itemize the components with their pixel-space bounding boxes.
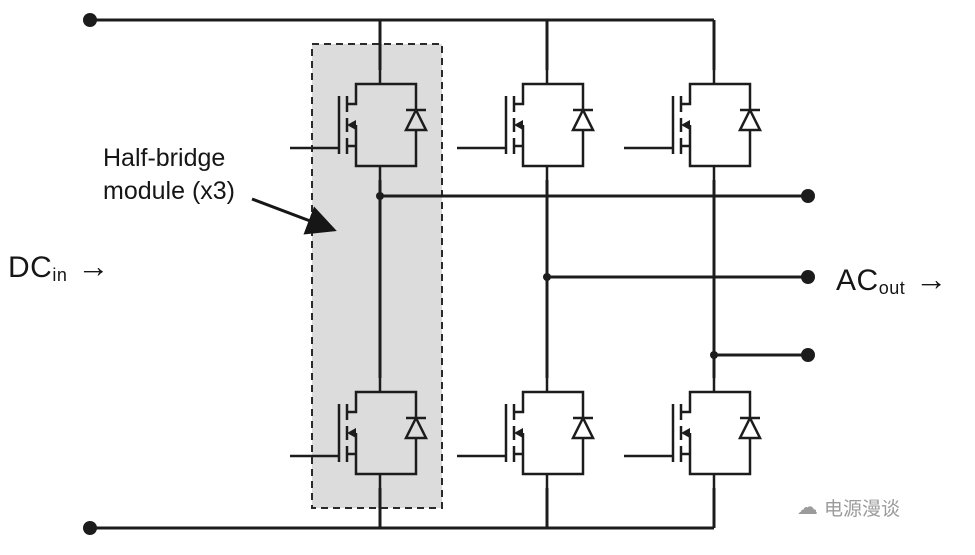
mosfet-leg3-low	[622, 376, 762, 490]
mosfet-leg2-high	[455, 68, 595, 182]
dc-input-main: DC	[8, 251, 53, 284]
junction-dot-leg1	[376, 192, 384, 200]
terminal-dot-dc-positive	[83, 13, 97, 27]
terminal-dot-ac-phase3	[801, 348, 815, 362]
half-bridge-annotation: Half-bridge module (x3)	[103, 142, 235, 207]
ac-output-label: ACout →	[836, 261, 948, 298]
junction-dot-leg3	[710, 351, 718, 359]
ac-output-main: AC	[836, 264, 879, 297]
dc-input-arrow-icon: →	[77, 248, 110, 284]
terminal-dot-dc-negative	[83, 521, 97, 535]
terminal-dot-ac-phase1	[801, 189, 815, 203]
junction-dot-leg2	[543, 273, 551, 281]
half-bridge-annotation-line2: module (x3)	[103, 176, 235, 205]
half-bridge-annotation-line1: Half-bridge	[103, 144, 226, 172]
cloud-icon: ☁	[797, 496, 818, 519]
mosfet-leg2-low	[455, 376, 595, 490]
dc-input-subscript: in	[52, 264, 68, 285]
ac-output-arrow-icon: →	[915, 261, 948, 297]
annotation-arrow	[251, 197, 337, 235]
watermark-text: 电源漫谈	[824, 499, 901, 520]
ac-output-subscript: out	[878, 277, 906, 298]
mosfet-leg3-high	[622, 68, 762, 182]
watermark: ☁ 电源漫谈	[797, 494, 900, 521]
terminal-dot-ac-phase2	[801, 270, 815, 284]
dc-input-label: DCin →	[8, 248, 110, 285]
